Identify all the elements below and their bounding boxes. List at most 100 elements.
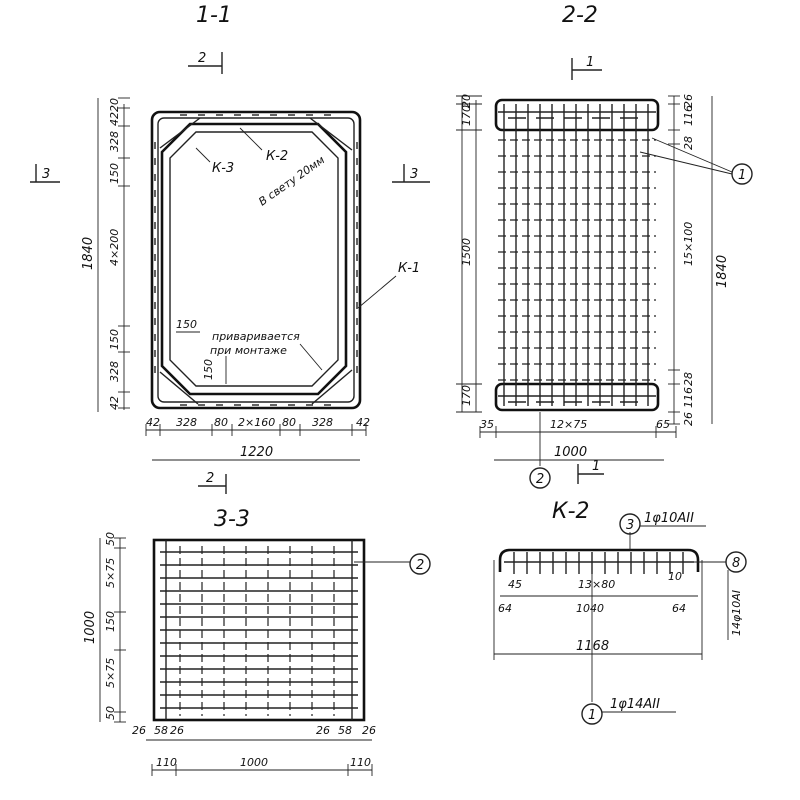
dim-bottom-2: 65: [656, 418, 670, 431]
section-2-2-title: 2-2: [562, 3, 598, 28]
bar-3-shape: [498, 548, 700, 572]
label-weld-1: приваривается: [212, 330, 300, 343]
dim-small-4: 58: [338, 724, 352, 737]
detail-k2-title: К-2: [552, 499, 590, 524]
dim-45: 45: [508, 578, 522, 591]
svg-text:1: 1: [738, 168, 746, 183]
dim-bottom-1: 328: [176, 416, 197, 429]
section-1-1: 1-1 2 2 3 3: [30, 3, 430, 494]
dim-right-6: 26: [682, 412, 695, 426]
dim-chain-bottom: 35 12×75 65: [479, 418, 677, 438]
detail-k2: К-2 3 1φ10АII 8 14φ10АI 45 13×80 10 64 1…: [493, 499, 747, 725]
svg-text:1: 1: [586, 55, 594, 70]
dim-bottom-5: 328: [312, 416, 333, 429]
cut-mark-2-top: 2: [188, 51, 223, 74]
dim-left-3: 5×75: [104, 658, 117, 688]
callout-8: 8 14φ10АI: [670, 551, 747, 640]
callout-2: 2: [529, 412, 551, 489]
dim-left-0: 50: [104, 532, 117, 546]
svg-text:3: 3: [626, 518, 634, 533]
dim-total-1000: 1000: [554, 445, 587, 460]
dim-bottom-6: 42: [356, 416, 370, 429]
callout-1: 1: [639, 137, 753, 185]
dim-left-0: 20: [460, 94, 473, 108]
dim-left-7: 42: [108, 396, 121, 410]
dim-left-5: 150: [108, 329, 121, 350]
callout-2: 2: [354, 553, 431, 575]
label-weld-2: при монтаже: [210, 344, 287, 357]
dim-bottom-3: 2×160: [238, 416, 275, 429]
dim-small-3: 26: [316, 724, 330, 737]
outer-frame-k1: [150, 110, 362, 410]
dim-left-2: 1500: [460, 238, 473, 266]
dim-chain-bottom: 42 328 80 2×160 80 328 42: [145, 416, 370, 436]
svg-text:3: 3: [410, 167, 418, 182]
stirrup-marks: [513, 552, 684, 574]
dim-left-2: 328: [108, 131, 121, 152]
callout-3: 3 1φ10АII: [619, 511, 706, 550]
dim-right-3: 15×100: [682, 222, 695, 266]
label-k3: К-3: [212, 161, 234, 176]
dim-right-0: 26: [682, 94, 695, 108]
dim-small-5: 26: [362, 724, 376, 737]
dim-10: 10: [668, 570, 682, 583]
dim-bottom-1: 1000: [240, 756, 268, 769]
dim-bottom-1: 12×75: [550, 418, 587, 431]
cut-mark-1-bottom: 1: [577, 459, 604, 484]
svg-text:2: 2: [416, 558, 424, 573]
svg-text:2: 2: [536, 472, 544, 487]
reinforcement-mesh: [498, 104, 656, 406]
dim-right-5: 116: [682, 387, 695, 408]
dim-left-3: 150: [108, 163, 121, 184]
dim-bottom-2: 110: [350, 756, 371, 769]
dim-bottom-0: 42: [146, 416, 160, 429]
svg-text:1: 1: [588, 708, 596, 723]
dim-bottom-2: 80: [214, 416, 228, 429]
dim-left-4: 4×200: [108, 229, 121, 266]
dim-total-1840: 1840: [81, 237, 96, 270]
dim-64-b: 64: [672, 602, 686, 615]
svg-text:2: 2: [206, 471, 214, 486]
dim-small-0: 26: [132, 724, 146, 737]
inner-opening: [160, 122, 348, 396]
dim-left-3: 170: [460, 385, 473, 406]
dim-64-a: 64: [498, 602, 512, 615]
svg-text:1: 1: [592, 459, 600, 474]
section-1-1-title: 1-1: [196, 3, 232, 28]
dim-bottom-4: 80: [282, 416, 296, 429]
cut-mark-2-bottom: 2: [198, 471, 227, 494]
label-k2: К-2: [266, 149, 288, 164]
dim-bottom-0: 35: [480, 418, 494, 431]
dim-total-1840: 1840: [715, 255, 730, 288]
stirrup-marks: [154, 114, 358, 406]
dim-left-2: 150: [104, 611, 117, 632]
cut-mark-1-top: 1: [571, 55, 602, 80]
dim-pitch: 13×80: [578, 578, 615, 591]
cut-mark-3-right: 3: [392, 164, 430, 183]
dim-right-2: 28: [682, 136, 695, 150]
reinforcement-mesh: [160, 546, 358, 716]
label-k1: К-1: [398, 261, 420, 276]
dim-total-1000: 1000: [83, 611, 98, 644]
dim-right-4: 28: [682, 372, 695, 386]
svg-text:3: 3: [42, 167, 50, 182]
dim-right-1: 116: [682, 105, 695, 126]
section-3-3-title: 3-3: [214, 507, 250, 532]
dim-small-1: 58: [154, 724, 168, 737]
dim-total-1220: 1220: [240, 445, 273, 460]
dim-left-6: 328: [108, 361, 121, 382]
bar-3-spec: 1φ10АII: [644, 511, 694, 526]
dim-small-2: 26: [170, 724, 184, 737]
dim-1168: 1168: [576, 639, 609, 654]
bar-8-spec: 14φ10АI: [730, 590, 743, 636]
cut-mark-3-left: 3: [30, 164, 60, 183]
dim-left-1: 170: [460, 105, 473, 126]
dim-150-b: 150: [202, 359, 215, 380]
